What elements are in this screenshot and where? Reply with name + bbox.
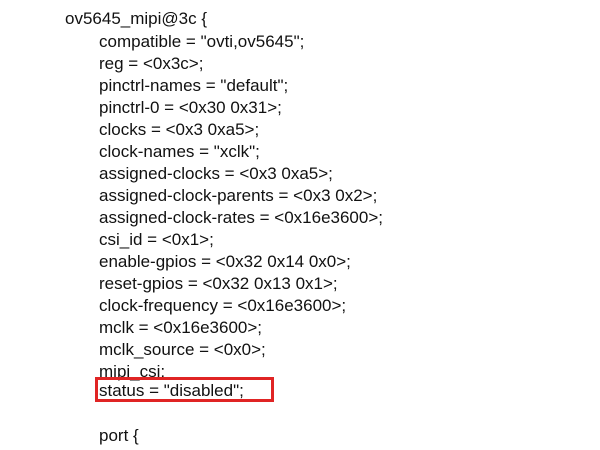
prop-csi-id: csi_id = <0x1>;: [99, 230, 214, 249]
prop-mipi-csi: mipi_csi;: [99, 362, 166, 381]
status-highlight-box: [95, 377, 274, 402]
prop-assigned-clocks: assigned-clocks = <0x3 0xa5>;: [99, 164, 333, 183]
prop-enable-gpios: enable-gpios = <0x32 0x14 0x0>;: [99, 252, 351, 271]
prop-mclk-source: mclk_source = <0x0>;: [99, 340, 266, 359]
prop-assigned-clock-parents: assigned-clock-parents = <0x3 0x2>;: [99, 186, 378, 205]
prop-pinctrl-0: pinctrl-0 = <0x30 0x31>;: [99, 98, 282, 117]
prop-compatible: compatible = "ovti,ov5645";: [99, 32, 305, 51]
prop-clock-frequency: clock-frequency = <0x16e3600>;: [99, 296, 347, 315]
prop-clocks: clocks = <0x3 0xa5>;: [99, 120, 260, 139]
port-header: port {: [99, 426, 139, 445]
node-header: ov5645_mipi@3c {: [65, 9, 208, 28]
prop-reset-gpios: reset-gpios = <0x32 0x13 0x1>;: [99, 274, 338, 293]
prop-reg: reg = <0x3c>;: [99, 54, 204, 73]
prop-mclk: mclk = <0x16e3600>;: [99, 318, 263, 337]
prop-assigned-clock-rates: assigned-clock-rates = <0x16e3600>;: [99, 208, 383, 227]
prop-clock-names: clock-names = "xclk";: [99, 142, 260, 161]
prop-status: status = "disabled";: [99, 381, 244, 400]
prop-pinctrl-names: pinctrl-names = "default";: [99, 76, 289, 95]
